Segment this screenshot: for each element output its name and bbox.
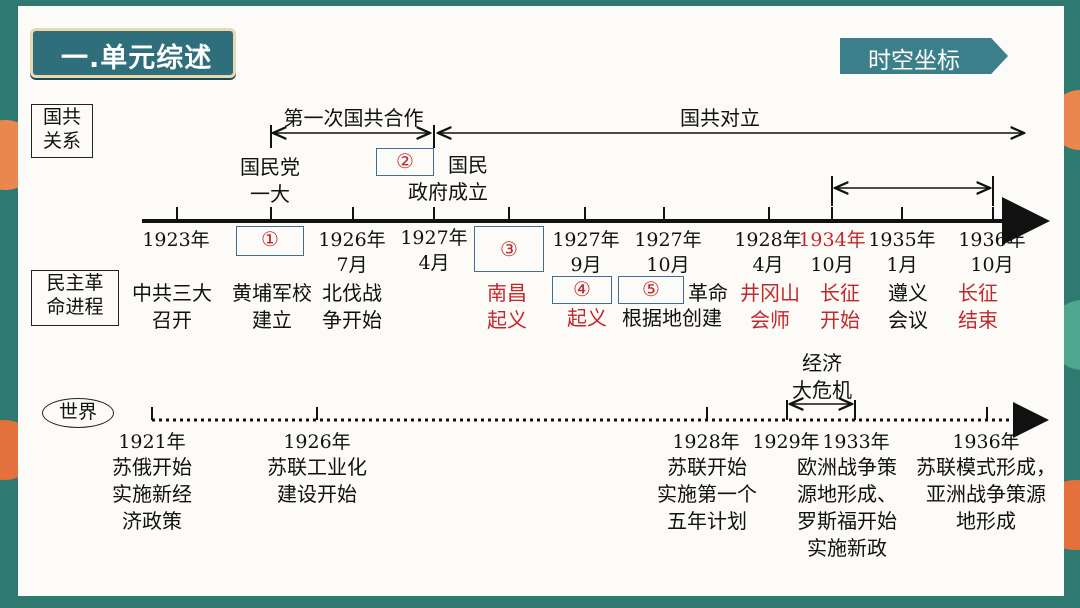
world-event-industrialization: 苏联工业化 建设开始 <box>267 455 367 506</box>
slide-paper <box>18 6 1064 596</box>
blank-2: ② <box>376 148 434 176</box>
date-1935-1: 1935年 1月 <box>868 229 936 276</box>
event-base-area: 根据地创建 <box>622 306 722 330</box>
section-title: 一.单元综述 <box>61 43 213 74</box>
event-nanchang: 南昌 起义 <box>487 281 527 332</box>
blank-4: ④ <box>552 276 612 304</box>
date-1927-4: 1927年 4月 <box>400 227 468 274</box>
world-date-1933: 1933年 <box>822 431 890 453</box>
world-event-nep: 苏俄开始 实施新经 济政策 <box>112 455 192 533</box>
event-national-government: 国民 政府成立 <box>408 153 488 204</box>
row-label-revolution: 民主革 命进程 <box>31 270 119 326</box>
row-label-world: 世界 <box>42 398 114 428</box>
event-ccp-third-congress: 中共三大 召开 <box>132 281 212 332</box>
cooperation-label: 第一次国共合作 <box>283 106 424 130</box>
event-revolution: 革命 <box>688 281 728 305</box>
event-uprising-4: 起义 <box>567 306 607 330</box>
date-1934: 1934年 <box>798 229 866 251</box>
event-zunyi: 遵义 会议 <box>888 281 928 332</box>
date-1927-10: 1927年 10月 <box>634 229 702 276</box>
section-banner: 一.单元综述 <box>30 28 236 78</box>
event-northern-expedition: 北伐战 争开始 <box>322 281 382 332</box>
world-ticks <box>151 400 988 420</box>
world-event-soviet-model: 苏联模式形成， 亚洲战争策源 地形成 <box>916 455 1056 533</box>
blank-3: ③ <box>474 226 544 272</box>
row-label-relation: 国共 关系 <box>31 104 93 158</box>
event-long-march-start: 长征 开始 <box>820 281 860 332</box>
crisis-label: 经济 大危机 <box>792 351 852 402</box>
world-event-europe-newdeal: 欧洲战争策 源地形成、 罗斯福开始 实施新政 <box>797 455 897 560</box>
main-ticks <box>176 207 994 221</box>
world-date-1928: 1928年 <box>672 431 740 453</box>
blank-1: ① <box>236 226 304 256</box>
world-event-five-year-plan: 苏联开始 实施第一个 五年计划 <box>657 455 757 533</box>
opposition-label: 国共对立 <box>680 106 760 130</box>
world-date-1926: 1926年 <box>283 431 351 453</box>
event-long-march-end: 长征 结束 <box>958 281 998 332</box>
world-date-1929: 1929年 <box>752 431 820 453</box>
event-whampoa: 黄埔军校 建立 <box>232 281 312 332</box>
blank-5: ⑤ <box>618 276 684 304</box>
date-1926-7: 1926年 7月 <box>318 229 386 276</box>
world-date-1936: 1936年 <box>952 431 1020 453</box>
date-1934-10: 10月 <box>810 254 854 276</box>
date-1923: 1923年 <box>142 229 210 251</box>
tag-chip: 时空坐标 <box>840 38 1008 74</box>
event-kmt-congress: 国民党 一大 <box>240 155 300 206</box>
date-1927-9: 1927年 9月 <box>552 229 620 276</box>
event-jinggangshan: 井冈山 会师 <box>740 281 800 332</box>
date-1928-4: 1928年 4月 <box>734 229 802 276</box>
date-1936-10: 1936年 10月 <box>958 229 1026 276</box>
tag-label: 时空坐标 <box>868 48 960 74</box>
world-date-1921: 1921年 <box>118 431 186 453</box>
